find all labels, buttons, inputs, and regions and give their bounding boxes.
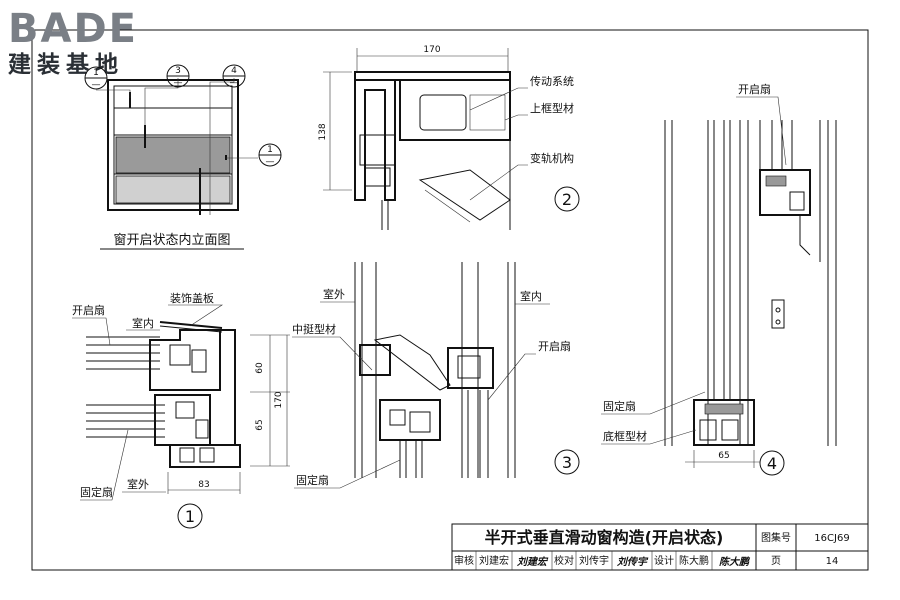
detail-3-number: 3 (562, 453, 572, 472)
label-fixed-sash: 固定扇 (80, 485, 113, 499)
atlas-label: 图集号 (761, 531, 791, 544)
label-track: 变轨机构 (530, 151, 574, 165)
svg-text:138: 138 (318, 123, 328, 140)
svg-text:65: 65 (255, 419, 265, 430)
svg-text:83: 83 (198, 480, 209, 490)
section-marker-1-side: 1 — (258, 143, 282, 167)
label-mullion: 中挺型材 (292, 322, 336, 336)
title-block: 半开式垂直滑动窗构造(开启状态) 图集号 16CJ69 审核 刘建宏 刘建宏 校… (451, 523, 869, 571)
detail-2: 170 138 传动系统 上框型材 变轨机构 2 (318, 45, 580, 230)
detail-2-number: 2 (562, 190, 572, 209)
logo-bottom: 建装基地 (8, 52, 124, 78)
checker: 刘传宇 (579, 554, 609, 567)
svg-text:1: 1 (93, 68, 99, 78)
svg-text:60: 60 (255, 362, 265, 374)
detail-4: 65 开启扇 固定扇 底框型材 4 (601, 82, 837, 476)
svg-text:170: 170 (423, 45, 440, 55)
label-open-sash-4: 开启扇 (738, 82, 771, 96)
svg-text:设计: 设计 (654, 554, 674, 567)
label-open-sash-3: 开启扇 (538, 339, 571, 353)
label-indoor-3: 室内 (520, 289, 542, 303)
logo-top: BADE (8, 6, 138, 52)
label-top-frame: 上框型材 (530, 101, 574, 115)
section-marker-3: 3 — (166, 64, 190, 88)
svg-text:—: — (266, 157, 275, 167)
reviewer: 刘建宏 (479, 554, 509, 567)
window-elevation: 1 — 3 — 4 — 1 — 窗开启状态内立面图 (84, 64, 282, 250)
page-number: 14 (826, 556, 839, 567)
label-outdoor: 室外 (127, 477, 149, 491)
label-drive: 传动系统 (530, 75, 574, 88)
svg-text:65: 65 (718, 451, 729, 461)
svg-text:审核: 审核 (454, 554, 474, 567)
detail-1: 60 65 170 83 开启扇 室内 装饰盖板 固定扇 室外 1 (72, 291, 290, 529)
sheet-border (31, 29, 869, 571)
detail-4-number: 4 (767, 454, 777, 473)
drawing-title: 半开式垂直滑动窗构造(开启状态) (485, 528, 724, 547)
svg-text:校对: 校对 (554, 554, 574, 567)
reviewer-signature: 刘建宏 (517, 556, 549, 568)
svg-text:1: 1 (267, 145, 273, 155)
label-cover: 装饰盖板 (170, 291, 214, 305)
elevation-caption: 窗开启状态内立面图 (113, 232, 230, 248)
page-label: 页 (771, 555, 781, 567)
detail-3: 室外 室内 中挺型材 开启扇 固定扇 3 (292, 262, 580, 489)
detail-1-number: 1 (185, 507, 195, 526)
designer-signature: 陈大鹏 (719, 556, 751, 568)
label-outdoor-3: 室外 (323, 287, 345, 301)
svg-text:3: 3 (175, 66, 181, 76)
section-marker-4: 4 — (222, 64, 246, 88)
atlas-number: 16CJ69 (814, 533, 849, 544)
label-indoor: 室内 (132, 316, 154, 330)
sash-glass-dark (115, 136, 231, 174)
svg-text:170: 170 (274, 391, 284, 408)
designer: 陈大鹏 (679, 554, 709, 567)
svg-text:—: — (230, 78, 239, 88)
sash-glass-light (115, 175, 231, 204)
svg-text:—: — (92, 80, 101, 90)
label-fixed-sash-4: 固定扇 (603, 399, 636, 413)
section-marker-1-top: 1 — (84, 66, 108, 90)
checker-signature: 刘传宇 (617, 556, 649, 568)
elevation-frame (107, 79, 239, 211)
label-open-sash: 开启扇 (72, 303, 105, 317)
label-bottom-frame: 底框型材 (603, 429, 647, 443)
svg-text:4: 4 (231, 66, 237, 76)
svg-text:—: — (174, 78, 183, 88)
label-fixed-sash-3: 固定扇 (296, 473, 329, 487)
logo: BADE 建装基地 (8, 6, 138, 78)
